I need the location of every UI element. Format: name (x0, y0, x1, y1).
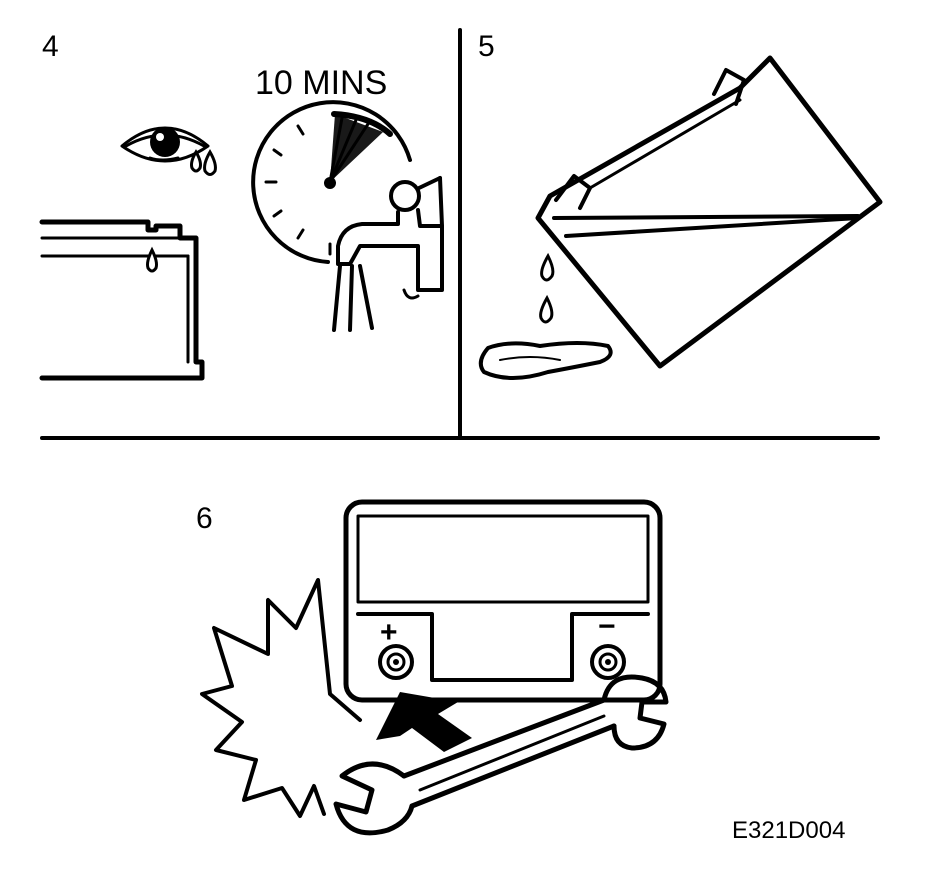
panel-6-number: 6 (196, 502, 213, 535)
panel-5: 5 (478, 30, 883, 380)
negative-sign: − (598, 610, 616, 643)
positive-terminal (378, 644, 414, 680)
panel-6: 6 + − E (196, 499, 845, 844)
panel-5-number: 5 (478, 30, 495, 63)
figure-code: E321D004 (732, 817, 845, 844)
panel-4-number: 4 (42, 30, 59, 63)
panel-4: 4 10 MINS (39, 30, 444, 381)
stopwatch-icon (251, 100, 412, 264)
positive-sign: + (380, 616, 398, 649)
arrow-icon (376, 692, 472, 752)
tilted-battery-icon (535, 55, 883, 369)
timer-label: 10 MINS (255, 64, 387, 102)
water-tap-icon (332, 176, 444, 332)
negative-terminal (590, 644, 626, 680)
acid-drop-icon (478, 252, 613, 380)
spark-icon (200, 578, 362, 818)
wrench-icon (333, 674, 669, 836)
battery-icon (39, 219, 205, 381)
battery-front-icon: + − (343, 499, 663, 703)
eye-tear-icon (120, 126, 217, 176)
